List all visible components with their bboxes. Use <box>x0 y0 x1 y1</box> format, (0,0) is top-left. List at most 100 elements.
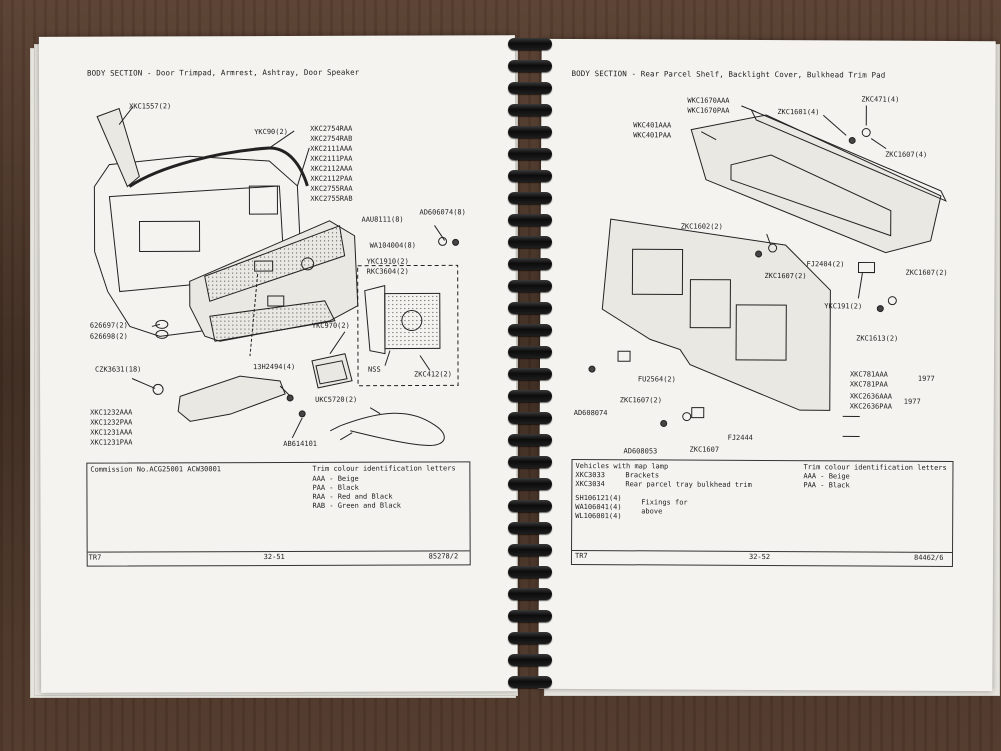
note-part-wa106041: WA106041(4) <box>575 502 622 512</box>
leader-line <box>131 378 156 389</box>
label-fj2404: FJ2404(2) <box>806 260 845 269</box>
binding-ring <box>508 38 552 50</box>
screw <box>660 419 668 427</box>
parcel-shelf-tray <box>730 154 892 237</box>
label-wkc1670aaa: WKC1670AAA <box>687 96 730 105</box>
binding-ring <box>508 148 552 160</box>
screw <box>452 238 460 246</box>
note-vehicles-map-lamp: Vehicles with map lamp <box>575 461 669 471</box>
leader-line <box>870 138 887 150</box>
screw <box>876 305 884 313</box>
label-ad608074: AD608074 <box>573 408 608 418</box>
washer <box>682 412 692 422</box>
comb-binding <box>508 32 552 697</box>
binding-ring <box>508 390 552 402</box>
label-nss: NSS <box>368 365 381 374</box>
note-above: above <box>641 507 663 516</box>
binding-ring <box>508 324 552 336</box>
parcel-shelf-diagram <box>588 105 947 437</box>
note-rear-tray: Rear parcel tray bulkhead trim <box>625 480 752 489</box>
speaker-wiring-plug <box>330 425 341 432</box>
note-brackets: Brackets <box>625 471 660 480</box>
trim-pad-knob <box>301 257 315 271</box>
fastener <box>861 128 871 138</box>
label-xkc2754rab: XKC2754RAB <box>310 134 353 143</box>
label-wkc401paa: WKC401PAA <box>633 131 672 140</box>
binding-ring <box>508 258 552 270</box>
label-zkc1601: ZKC1601(4) <box>777 108 820 117</box>
ashtray-inner <box>315 360 348 385</box>
footer-ref: 84462/6 <box>913 553 944 562</box>
leader-line <box>151 323 160 327</box>
washer <box>438 236 448 246</box>
grommet <box>155 329 169 339</box>
binding-ring <box>508 610 552 622</box>
left-page: BODY SECTION - Door Trimpad, Armrest, As… <box>38 35 518 693</box>
speaker-dashed-box <box>357 264 459 387</box>
note-trim-title: Trim colour identification letters <box>312 464 456 473</box>
ashtray <box>311 353 353 389</box>
binding-ring <box>508 412 552 424</box>
label-xkc2112aaa: XKC2112AAA <box>310 164 353 173</box>
footer-model: TR7 <box>88 553 102 562</box>
label-ab614101: AB614101 <box>283 439 318 448</box>
binding-ring <box>508 544 552 556</box>
speaker-grille <box>384 292 441 350</box>
binding-ring <box>508 192 552 204</box>
clip-ykc191 <box>857 261 876 274</box>
door-panel-cutout <box>248 185 278 215</box>
trim-pad-lock-slot <box>267 295 285 307</box>
label-xkc2636paa: XKC2636PAA <box>849 402 892 411</box>
backlight-cover <box>750 108 947 202</box>
binding-ring <box>508 588 552 600</box>
leader-line <box>857 272 863 299</box>
note-part-xkc3034: XKC3034 <box>575 479 605 489</box>
binding-ring <box>508 60 552 72</box>
note-fixings: Fixings for <box>641 498 688 507</box>
binding-ring <box>508 456 552 468</box>
label-xkc781paa: XKC781PAA <box>849 380 888 389</box>
screw <box>588 365 596 373</box>
label-626697: 626697(2) <box>89 321 128 330</box>
leader-line <box>329 331 346 355</box>
leader-line <box>384 350 391 366</box>
parcel-shelf <box>690 114 942 254</box>
note-part-xkc3033: XKC3033 <box>575 470 605 480</box>
label-year-1977-a: 1977 <box>917 374 935 383</box>
label-xkc2112paa: XKC2112PAA <box>310 174 353 183</box>
leader-line <box>741 105 757 113</box>
label-xkc2111aaa: XKC2111AAA <box>310 144 353 153</box>
leader-line <box>822 114 847 136</box>
label-zkc412: ZKC412(2) <box>414 370 452 379</box>
label-xkc1231paa: XKC1231PAA <box>90 438 133 447</box>
fastener <box>755 250 763 258</box>
leader-line <box>291 417 303 439</box>
binding-ring <box>508 434 552 446</box>
label-zkc1607-c: ZKC1607(2) <box>905 268 948 277</box>
label-fj2444: FJ2444 <box>727 433 753 442</box>
leader-line <box>118 106 134 125</box>
label-xkc2636aaa: XKC2636AAA <box>849 392 893 401</box>
note-trim-code: AAA - Beige <box>803 472 850 481</box>
footer-model: TR7 <box>574 551 588 561</box>
binding-ring <box>508 214 552 226</box>
label-czk3631: CZK3631(18) <box>95 365 142 374</box>
clip <box>152 383 164 395</box>
label-xkc1232paa: XKC1232PAA <box>90 418 133 427</box>
fastener <box>848 136 856 144</box>
label-zkc471: ZKC471(4) <box>861 95 900 104</box>
note-trim-code: PAA - Black <box>312 483 359 492</box>
label-xkc2754raa: XKC2754RAA <box>310 124 353 133</box>
weatherstrip <box>128 146 309 188</box>
binding-ring <box>508 280 552 292</box>
note-trim-code: PAA - Black <box>803 481 850 490</box>
label-ad606074: AD606074(8) <box>419 208 466 217</box>
leader-line <box>700 131 717 141</box>
label-xkc2755rab: XKC2755RAB <box>310 194 353 203</box>
note-commission: Commission No.ACG25001 ACW30001 <box>90 465 222 474</box>
leader-line <box>369 407 381 415</box>
label-ad608053: AD608053 <box>623 447 658 456</box>
bulkhead-window <box>735 304 787 361</box>
armrest <box>177 375 286 422</box>
binding-ring <box>508 170 552 182</box>
